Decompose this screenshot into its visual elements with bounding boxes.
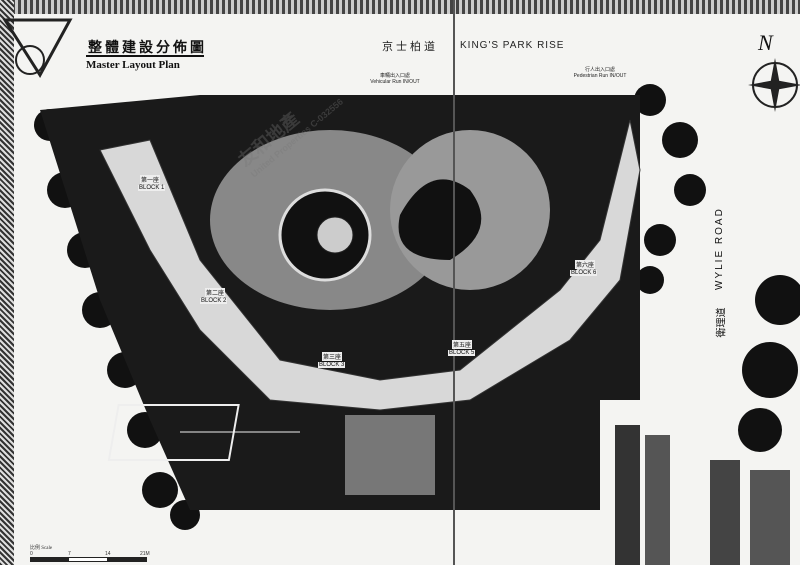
decorative-border-top [0, 0, 800, 14]
scale-tick: 21M [140, 551, 150, 557]
vehicular-entrance-label: 車輛出入口處 Vehicular Run IN/OUT [355, 72, 435, 85]
title-rule [86, 55, 204, 57]
estate-name-en: KING'S PARK RISE [460, 40, 565, 51]
logo-emblem [2, 18, 73, 78]
vehicular-zh: 車輛出入口處 [379, 73, 410, 79]
block-6-label: BLOCK 6 [570, 270, 598, 276]
residential-blocks [99, 119, 641, 411]
road-name-en: WYLIE ROAD [714, 207, 725, 290]
scale-bar [30, 557, 147, 562]
block-6-zh: 第六座 [575, 260, 596, 269]
lower-garden [345, 415, 435, 495]
pool [398, 179, 482, 260]
scale-tick: 14 [105, 551, 111, 557]
scale-tick: 0 [30, 551, 33, 557]
highrise-buildings [615, 425, 790, 565]
vehicular-en: Vehicular Run IN/OUT [370, 79, 420, 85]
block-1-zh: 第一座 [140, 175, 161, 184]
block-5-label: BLOCK 5 [448, 350, 476, 356]
block-2-zh: 第二座 [205, 288, 226, 297]
pedestrian-entrance-label: 行人出入口處 Pedestrian Run IN/OUT [560, 66, 640, 79]
page-fold [453, 0, 455, 565]
scale-tick: 7 [68, 551, 71, 557]
block-3-zh: 第三座 [322, 352, 343, 361]
estate-name-zh: 京士柏道 [382, 41, 438, 53]
road-name-zh: 衛理道 [716, 307, 728, 338]
block-3-label: BLOCK 3 [318, 362, 346, 368]
block-1-label: BLOCK 1 [138, 185, 166, 191]
block-2-label: BLOCK 2 [200, 298, 228, 304]
title-zh: 整體建設分佈圖 [88, 41, 207, 56]
north-compass-icon [748, 58, 800, 112]
decorative-border-left [0, 0, 14, 565]
pedestrian-zh: 行人出入口處 [584, 67, 615, 73]
pedestrian-en: Pedestrian Run IN/OUT [573, 73, 627, 79]
block-5-zh: 第五座 [452, 340, 473, 349]
title-en: Master Layout Plan [86, 59, 180, 71]
scale-label: 比例 Scale [30, 546, 53, 551]
compass-north-label: N [758, 30, 773, 55]
tennis-court [107, 404, 300, 461]
